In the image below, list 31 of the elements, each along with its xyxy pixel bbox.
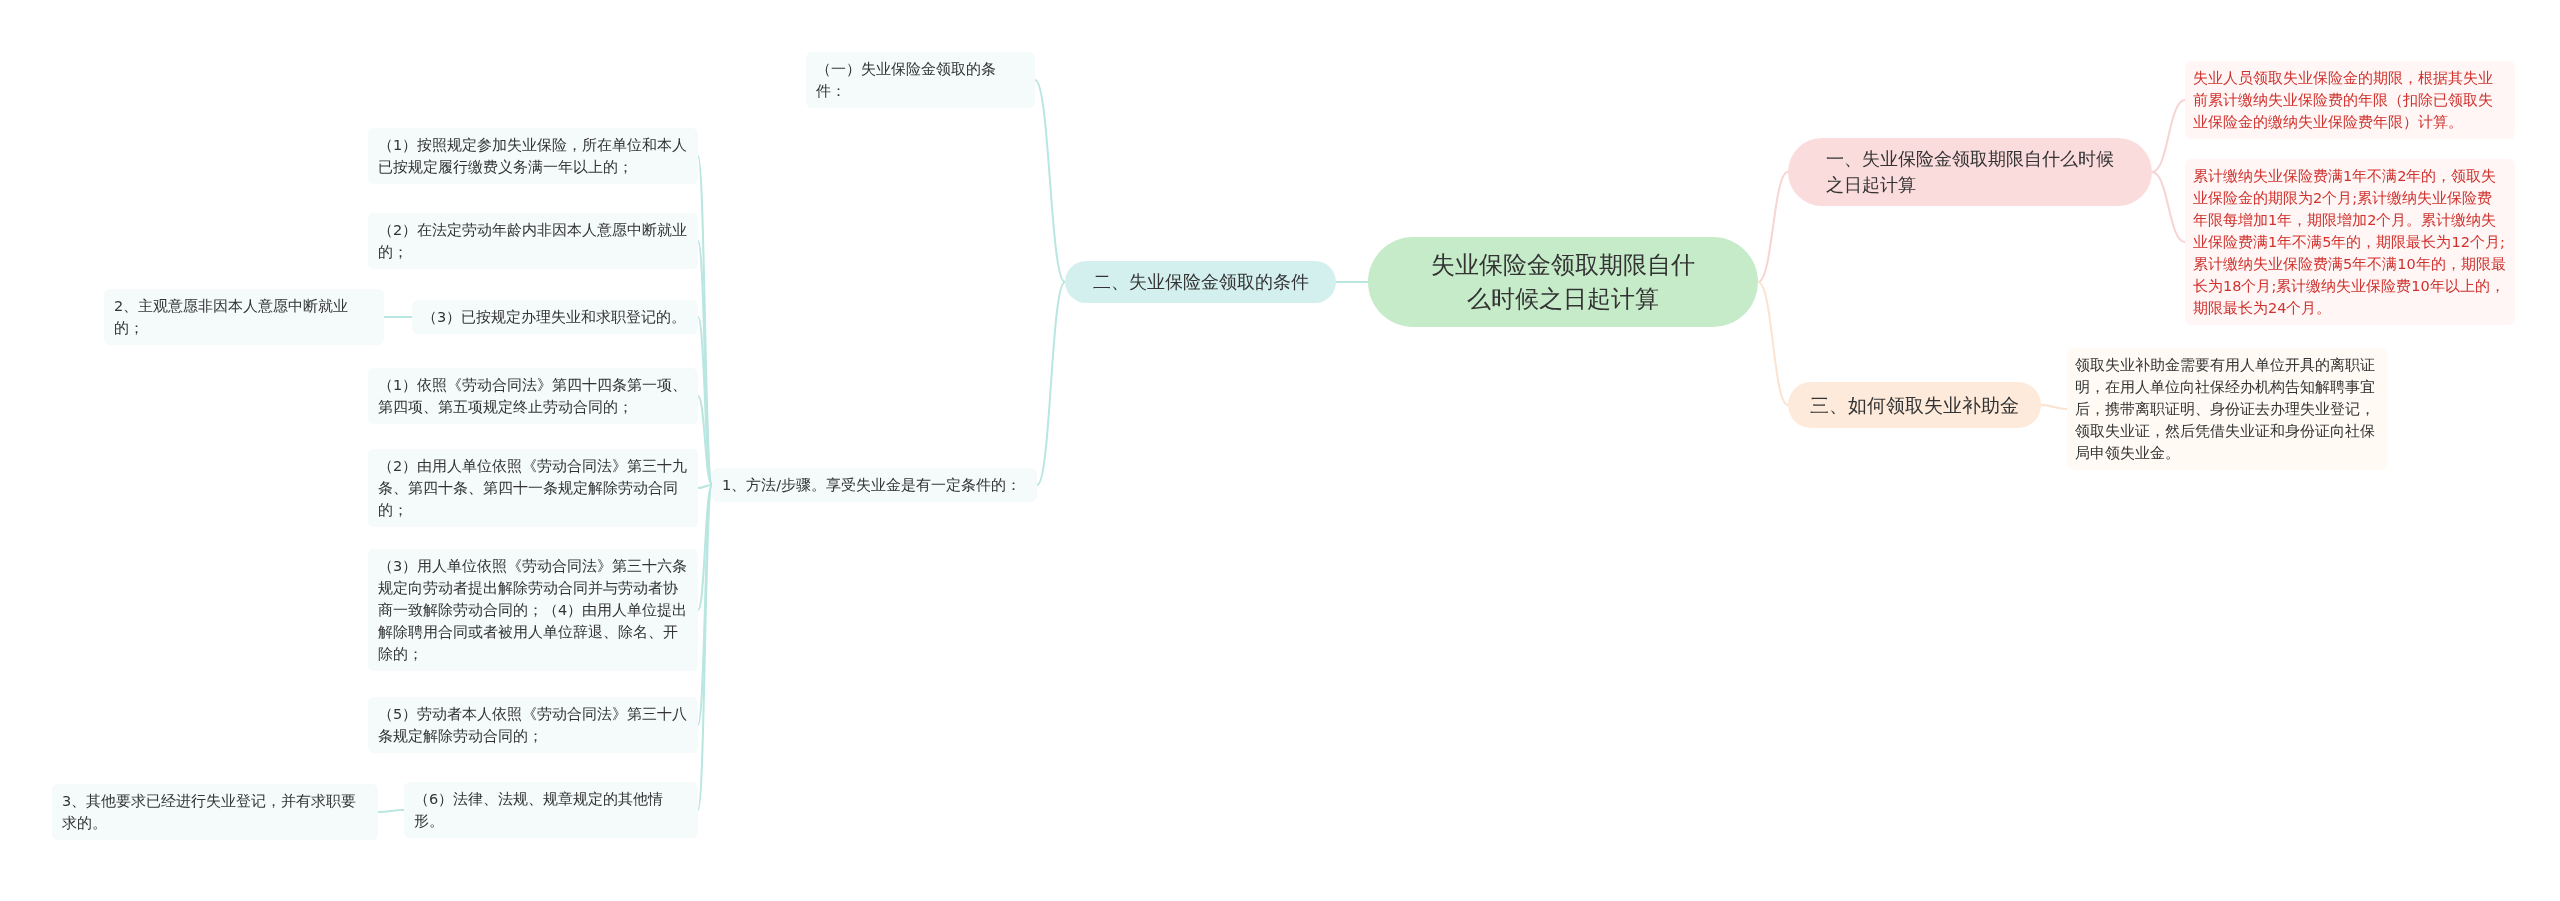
connector-line <box>377 809 405 813</box>
connector-line <box>1757 171 1789 283</box>
subtopic-card: 2、主观意愿非因本人意愿中断就业的； <box>104 289 384 345</box>
note-card: 累计缴纳失业保险费满1年不满2年的，领取失业保险金的期限为2个月;累计缴纳失业保险费年限每增加1年，期限增加2个月。累计缴纳失业保险费满1年不满5年的，期限最长为12个月;累计缴纳失业保险费满5年不满10年的，期限最长为18个月;累计缴纳失业保险费10年以上的，期限最长为24个月。 <box>2185 159 2515 325</box>
connector-line <box>1034 79 1066 283</box>
branch-topic: 一、失业保险金领取期限自什么时候之日起计算 <box>1788 138 2152 206</box>
subtopic-card: 3、其他要求已经进行失业登记，并有求职要求的。 <box>52 784 378 840</box>
subtopic-card: （2）在法定劳动年龄内非因本人意愿中断就业的； <box>368 213 698 269</box>
connector-line <box>2040 404 2068 410</box>
subtopic-card: （1）按照规定参加失业保险，所在单位和本人已按规定履行缴费义务满一年以上的； <box>368 128 698 184</box>
connector-line <box>697 484 713 611</box>
connector-line <box>697 395 713 486</box>
branch-topic: 二、失业保险金领取的条件 <box>1065 261 1336 303</box>
branch-topic: 三、如何领取失业补助金 <box>1788 382 2041 428</box>
subtopic-card: 1、方法/步骤。享受失业金是有一定条件的： <box>712 468 1037 502</box>
subtopic-card: （3）已按规定办理失业和求职登记的。 <box>412 300 698 334</box>
subtopic-card: （2）由用人单位依照《劳动合同法》第三十九条、第四十条、第四十一条规定解除劳动合同的； <box>368 449 698 527</box>
connector-line <box>1335 281 1369 283</box>
central-topic: 失业保险金领取期限自什么时候之日起计算 <box>1368 237 1758 327</box>
connector-line <box>1757 281 1789 406</box>
subtopic-card: （5）劳动者本人依照《劳动合同法》第三十八条规定解除劳动合同的； <box>368 697 698 753</box>
subtopic-card: （3）用人单位依照《劳动合同法》第三十六条规定向劳动者提出解除劳动合同并与劳动者协商一致解除劳动合同的；（4）由用人单位提出解除聘用合同或者被用人单位辞退、除名、开除的； <box>368 549 698 671</box>
subtopic-card: （一）失业保险金领取的条件： <box>806 52 1035 108</box>
connector-line <box>2151 99 2186 173</box>
connector-line <box>1036 281 1066 486</box>
connector-line <box>2151 171 2186 243</box>
connector-line <box>383 316 413 318</box>
note-card: 失业人员领取失业保险金的期限，根据其失业前累计缴纳失业保险费的年限（扣除已领取失业保险金的缴纳失业保险费年限）计算。 <box>2185 61 2515 139</box>
note-card: 领取失业补助金需要有用人单位开具的离职证明，在用人单位向社保经办机构告知解聘事宜后，携带离职证明、身份证去办理失业登记，领取失业证，然后凭借失业证和身份证向社保局申领失业金。 <box>2067 348 2387 470</box>
subtopic-card: （1）依照《劳动合同法》第四十四条第一项、第四项、第五项规定终止劳动合同的； <box>368 368 698 424</box>
subtopic-card: （6）法律、法规、规章规定的其他情形。 <box>404 782 698 838</box>
